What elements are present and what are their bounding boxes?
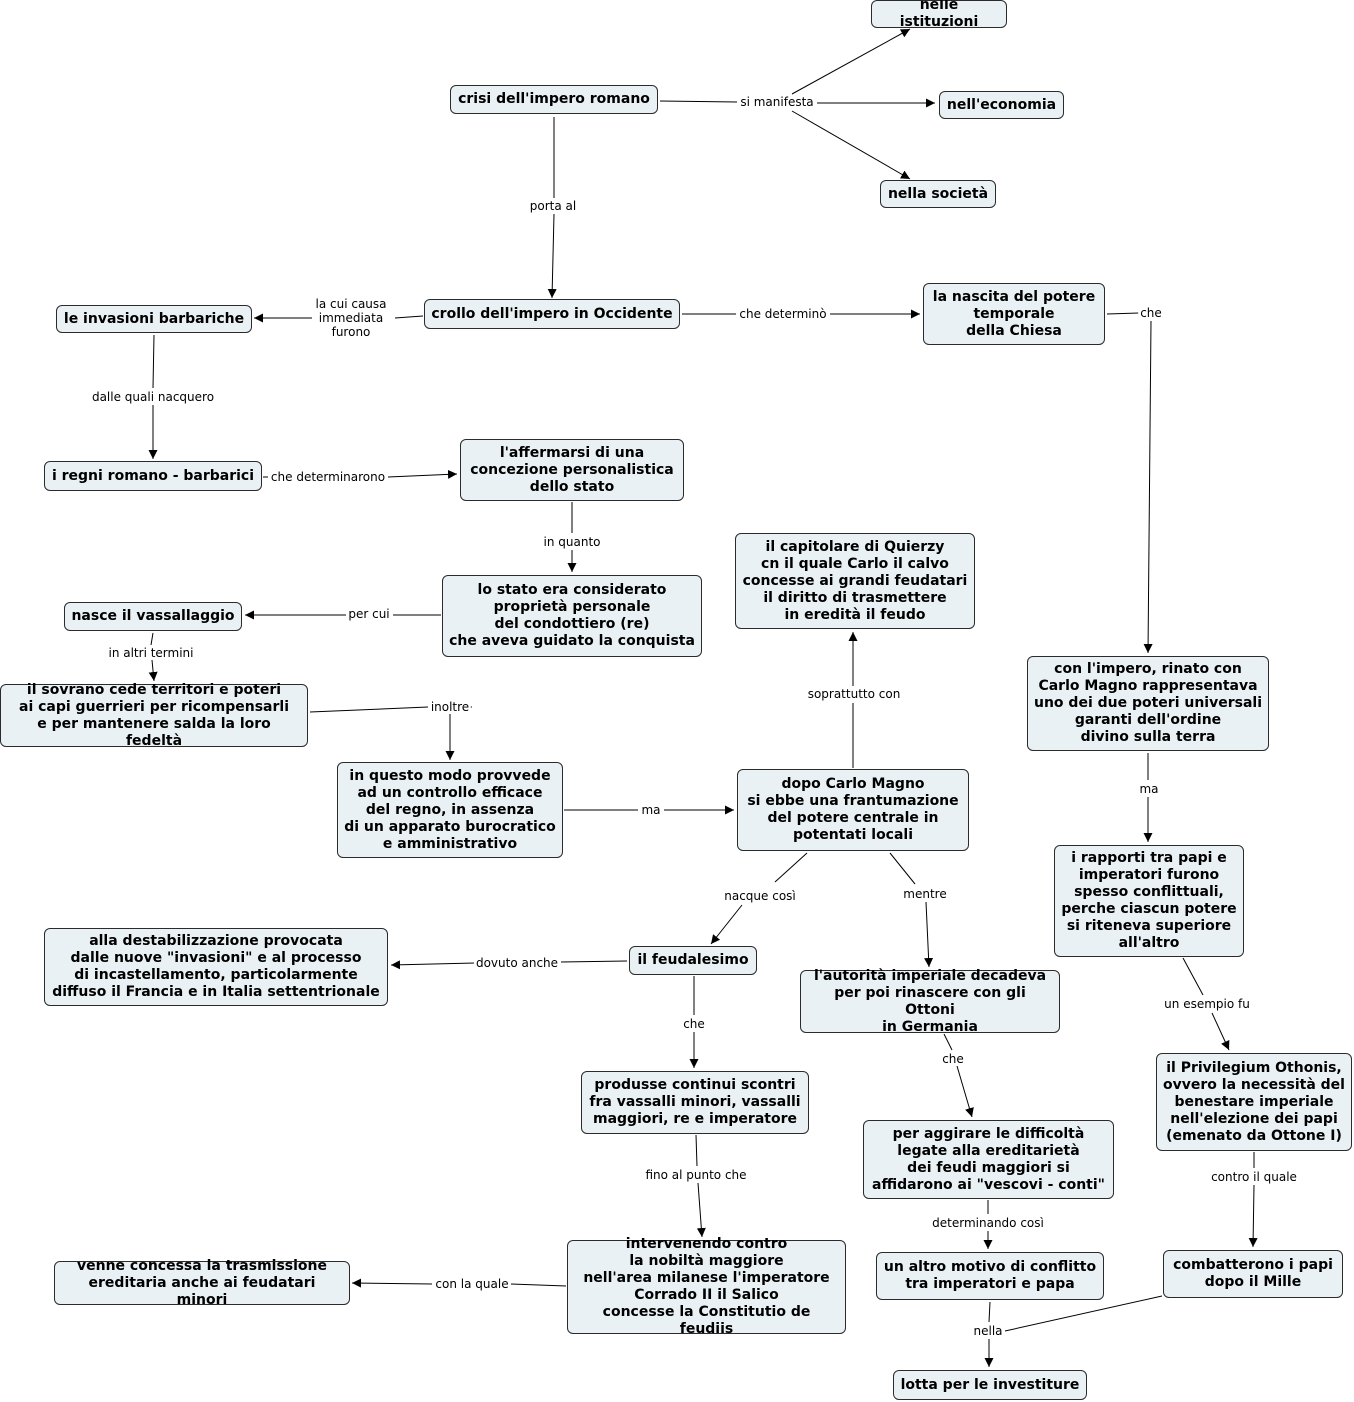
edge-feudalesimo-dovuto	[560, 960, 628, 963]
node-sovrano: il sovrano cede territori e poteri ai ca…	[0, 682, 308, 749]
node-affermarsi: l'affermarsi di una concezione personali…	[460, 439, 684, 501]
node-destabilizzazione: alla destabilizzazione provocata dalle n…	[44, 928, 388, 1006]
node-altro-motivo: un altro motivo di conflitto tra imperat…	[876, 1252, 1104, 1300]
edge-combatterono-nella	[1004, 1295, 1163, 1332]
edge-rapporti-esempio	[1182, 957, 1204, 996]
link-cui-causa: la cui causa immediata furono	[313, 297, 389, 339]
link-nella: nella	[971, 1324, 1005, 1338]
node-societa: nella società	[880, 180, 996, 208]
edge-nacque-feudalesimo	[710, 904, 743, 945]
link-che-determinarono: che determinarono	[268, 470, 388, 484]
node-stato: lo stato era considerato proprietà perso…	[442, 575, 702, 657]
link-con-la-quale: con la quale	[433, 1277, 511, 1291]
link-porta-al: porta al	[527, 199, 579, 213]
node-combatterono: combatterono i papi dopo il Mille	[1163, 1250, 1343, 1298]
edge-che-determinarono-affermarsi	[387, 469, 458, 479]
link-che-determino: che determinò	[737, 307, 829, 321]
link-mentre: mentre	[901, 887, 949, 901]
edge-nascita-che	[1106, 312, 1140, 315]
edge-con-la-quale-venne	[351, 1278, 433, 1288]
node-privilegium: il Privilegium Othonis, ovvero la necess…	[1156, 1053, 1352, 1151]
edge-inoltre-questo-modo	[445, 706, 472, 760]
link-inoltre: inoltre	[428, 700, 472, 714]
edge-autorita-che	[943, 1033, 953, 1051]
link-contro-il-quale: contro il quale	[1209, 1170, 1299, 1184]
link-si-manifesta: si manifesta	[738, 95, 816, 109]
edge-fino-intervenendo	[696, 1182, 706, 1238]
node-questo-modo: in questo modo provvede ad un controllo …	[337, 762, 563, 858]
node-impero: con l'impero, rinato con Carlo Magno rap…	[1027, 656, 1269, 751]
edge-sovrano-inoltre	[309, 706, 429, 713]
link-in-quanto: in quanto	[541, 535, 603, 549]
edge-crisi-si-manifesta	[659, 100, 738, 103]
link-ma-2: ma	[1137, 782, 1161, 796]
node-economia: nell'economia	[939, 91, 1064, 119]
node-capitolare: il capitolare di Quierzy cn il quale Car…	[735, 533, 975, 629]
edge-dopo-carlo-mentre	[889, 852, 916, 885]
node-produsse: produsse continui scontri fra vassalli m…	[581, 1071, 809, 1134]
edge-dovuto-destabilizzazione	[390, 960, 476, 970]
link-dovuto-anche: dovuto anche	[473, 956, 561, 970]
edge-altri-termini-sovrano	[148, 659, 158, 682]
link-nacque-cosi: nacque così	[722, 889, 798, 903]
node-autorita: l'autorità imperiale decadeva per poi ri…	[800, 968, 1060, 1035]
node-feudalesimo: il feudalesimo	[629, 946, 757, 975]
edge-intervenendo-con-la-quale	[510, 1283, 567, 1287]
edge-che-aggirare	[956, 1065, 974, 1118]
node-dopo-carlo: dopo Carlo Magno si ebbe una frantumazio…	[737, 769, 969, 851]
edge-produsse-fino	[695, 1134, 698, 1167]
node-crollo: crollo dell'impero in Occidente	[424, 299, 680, 329]
edge-vassallaggio-altri-termini	[150, 632, 154, 646]
node-vassallaggio: nasce il vassallaggio	[64, 602, 242, 631]
link-in-altri-termini: in altri termini	[106, 646, 196, 660]
link-dalle-quali: dalle quali nacquero	[89, 390, 217, 404]
link-che: che	[1138, 306, 1164, 320]
link-ma-1: ma	[639, 803, 663, 817]
node-intervenendo: intervenendo contro la nobiltà maggiore …	[567, 1236, 846, 1337]
link-che-autorita: che	[940, 1052, 966, 1066]
link-un-esempio-fu: un esempio fu	[1162, 997, 1252, 1011]
link-soprattutto-con: soprattutto con	[805, 687, 903, 701]
node-rapporti: i rapporti tra papi e imperatori furono …	[1054, 845, 1244, 957]
edge-invasioni-dalle-quali	[152, 334, 155, 389]
edge-porta-al-crollo	[547, 213, 557, 299]
edge-esempio-privilegium	[1211, 1012, 1230, 1051]
edge-contro-combatterono	[1248, 1184, 1258, 1248]
link-determinando-cosi: determinando così	[930, 1216, 1046, 1230]
edge-altro-motivo-nella	[988, 1301, 991, 1323]
link-fino-al-punto: fino al punto che	[643, 1168, 749, 1182]
node-crisi: crisi dell'impero romano	[450, 85, 658, 114]
edge-si-manifesta-istituzioni	[791, 28, 911, 95]
node-regni: i regni romano - barbarici	[44, 461, 262, 491]
node-istituzioni: nelle istituzioni	[871, 0, 1007, 30]
link-per-cui: per cui	[346, 607, 392, 621]
edge-che-impero	[1143, 320, 1153, 654]
link-che-feudalesimo: che	[681, 1017, 707, 1031]
edge-mentre-autorita	[924, 901, 934, 968]
node-lotta: lotta per le investiture	[893, 1370, 1087, 1400]
node-aggirare: per aggirare le difficoltà legate alla e…	[863, 1120, 1114, 1199]
edge-si-manifesta-societa	[791, 110, 911, 180]
edge-crollo-causa	[394, 315, 424, 319]
edge-dopo-carlo-nacque	[774, 852, 808, 883]
node-invasioni: le invasioni barbariche	[56, 305, 252, 333]
node-venne: venne concessa la trasmissione ereditari…	[54, 1258, 350, 1308]
node-nascita: la nascita del potere temporale della Ch…	[923, 283, 1105, 345]
